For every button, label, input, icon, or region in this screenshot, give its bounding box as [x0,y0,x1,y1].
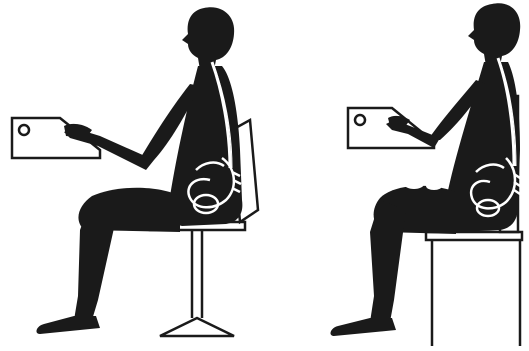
right-seated-figure [331,3,521,336]
left-seated-figure [37,7,243,334]
left-panel [12,7,258,336]
right-panel [331,3,522,346]
